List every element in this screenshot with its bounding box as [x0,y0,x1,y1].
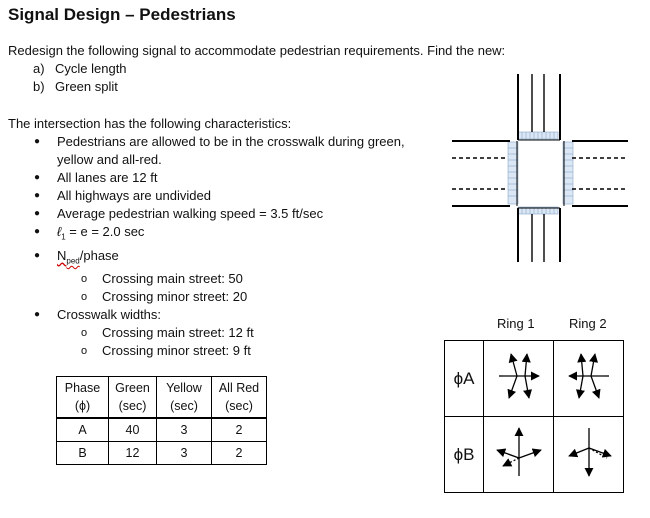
list-text: Cycle length [55,61,127,76]
intersection-diagram [452,74,628,262]
list-text: Crossing main street: 50 [102,271,243,287]
lost-time-subscript: 1 [61,232,66,242]
header-all-red: All Red(sec) [211,376,267,419]
ring-row-phase-a: ϕA [444,340,624,417]
characteristics-list: ● Pedestrians are allowed to be in the c… [33,133,405,360]
ring-1-label: Ring 1 [497,316,535,331]
bullet-icon: ● [34,309,41,321]
list-text: Green split [55,79,118,94]
list-item: ● ℓ1 = e = 2.0 sec [33,223,405,247]
sub-bullet-icon: o [81,327,88,340]
sub-list-item: o Crossing minor street: 20 [33,288,405,306]
list-text: Crossing main street: 12 ft [102,325,254,341]
movement-arrows-icon [495,427,542,476]
nped-subscript: ped [66,256,80,266]
sub-list-item: o Crossing main street: 12 ft [33,324,405,342]
header-yellow: Yellow(sec) [156,376,212,419]
phase-a-label: ϕA [444,340,484,417]
crosswalk-markings [507,131,574,215]
intro-text: Redesign the following signal to accommo… [8,43,506,58]
list-item: ● Average pedestrian walking speed = 3.5… [33,205,405,223]
movement-arrows-icon [567,353,609,399]
table-cell: 12 [108,441,157,465]
list-text: ℓ1 = e = 2.0 sec [57,223,144,247]
list-item: a) Cycle length [33,60,127,78]
sub-bullet-icon: o [81,345,88,358]
bullet-icon: ● [34,136,41,147]
bullet-icon: ● [34,172,41,183]
ring2-phase-a-cell [553,340,624,417]
list-text: Crosswalk widths: [57,307,162,323]
list-text: All highways are undivided [57,188,211,203]
ring1-phase-a-cell [483,340,554,417]
table-cell: 3 [156,417,212,442]
sub-list-item: o Crossing minor street: 9 ft [33,342,405,360]
sub-bullet-icon: o [81,273,88,286]
ring-2-label: Ring 2 [569,316,607,331]
list-text: All lanes are 12 ft [57,170,158,185]
list-label: b) [33,79,45,94]
page-title: Signal Design – Pedestrians [8,5,236,24]
ring2-phase-b-cell [553,416,624,493]
list-item: b) Green split [33,78,127,96]
lost-time-symbol: ℓ [57,224,62,239]
list-text: Nped/phase [57,247,119,271]
list-text: yellow and all-red. [57,152,162,167]
list-item: ● All highways are undivided [33,187,405,205]
table-cell: 2 [211,441,267,465]
table-row: A 40 3 2 [56,417,267,442]
list-item: ● Pedestrians are allowed to be in the c… [33,133,405,151]
nped-rest: /phase [79,247,119,263]
sub-list-item: o Crossing main street: 50 [33,270,405,288]
lost-time-value: = e = 2.0 sec [65,224,145,239]
bullet-icon: ● [34,249,41,261]
list-item-continued: yellow and all-red. [33,151,405,169]
list-text: Crossing minor street: 9 ft [102,343,251,359]
bullet-icon: ● [34,190,41,201]
phase-b-label: ϕB [444,416,484,493]
table-cell: 2 [211,417,267,442]
list-text: Crossing minor street: 20 [102,289,248,305]
table-cell: A [56,417,109,442]
timing-table: Phase(ϕ) Green(sec) Yellow(sec) All Red(… [56,376,267,465]
table-cell: 3 [156,441,212,465]
bullet-icon: ● [34,226,41,237]
task-list: a) Cycle length b) Green split [33,60,127,96]
table-cell: B [56,441,109,465]
ring-diagram: ϕA [444,340,624,493]
list-text: Average pedestrian walking speed = 3.5 f… [57,206,324,221]
list-item: ● All lanes are 12 ft [33,169,405,187]
sub-bullet-icon: o [81,291,88,304]
nped-symbol: N [57,247,67,263]
table-cell: 40 [108,417,157,442]
list-item: ● Nped/phase [33,247,405,271]
list-text: Pedestrians are allowed to be in the cro… [57,134,405,149]
lane-lines [452,74,628,262]
table-header-row: Phase(ϕ) Green(sec) Yellow(sec) All Red(… [56,376,267,419]
ring-row-phase-b: ϕB [444,416,624,493]
movement-arrows-icon [498,353,540,399]
movement-arrows-icon [567,428,612,477]
header-phase: Phase(ϕ) [56,376,109,419]
list-label: a) [33,61,45,76]
bullet-icon: ● [34,208,41,219]
list-item: ● Crosswalk widths: [33,306,405,324]
ring1-phase-b-cell [483,416,554,493]
header-green: Green(sec) [108,376,157,419]
road-edges [452,74,628,262]
characteristics-intro: The intersection has the following chara… [8,116,292,131]
table-row: B 12 3 2 [56,441,267,465]
